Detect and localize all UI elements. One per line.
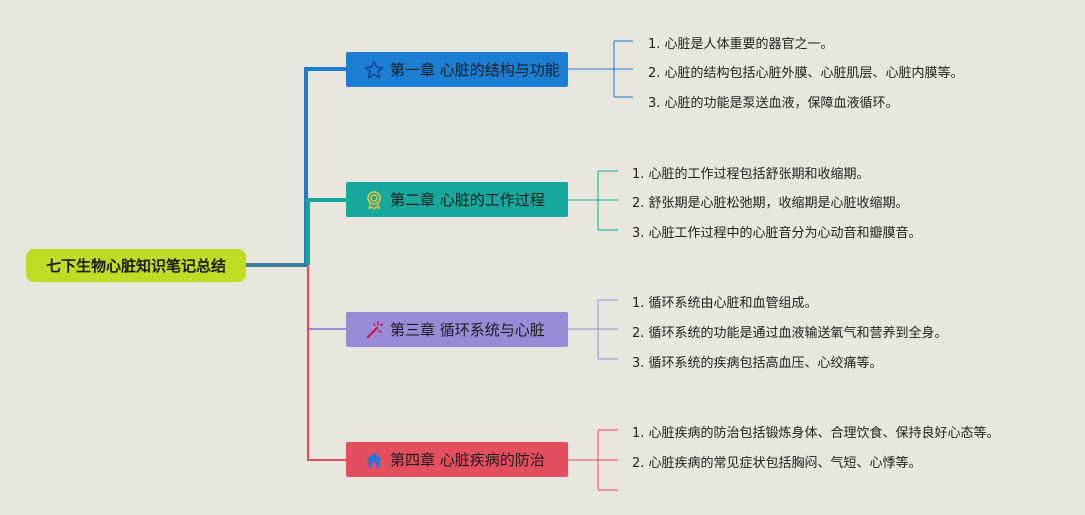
- chapter-3-title: 第三章 循环系统与心脏: [390, 321, 545, 339]
- chapter-1-topic[interactable]: 第一章 心脏的结构与功能: [346, 52, 568, 87]
- root-topic-label: 七下生物心脏知识笔记总结: [45, 257, 226, 275]
- chapter-2-title: 第二章 心脏的工作过程: [390, 191, 545, 209]
- chapter-3-item-2[interactable]: 2. 循环系统的功能是通过血液输送氧气和营养到全身。: [632, 326, 948, 341]
- chapter-4-title: 第四章 心脏疾病的防治: [390, 451, 545, 469]
- star-icon: [364, 60, 384, 80]
- root-topic[interactable]: 七下生物心脏知识笔记总结: [26, 249, 246, 282]
- chapter-3-item-3[interactable]: 3. 循环系统的疾病包括高血压、心绞痛等。: [632, 356, 883, 371]
- chapter-2-item-3[interactable]: 3. 心脏工作过程中的心脏音分为心动音和瓣膜音。: [632, 226, 922, 241]
- chapter-3-topic[interactable]: 第三章 循环系统与心脏: [346, 312, 568, 347]
- chapter-1-title: 第一章 心脏的结构与功能: [390, 61, 560, 79]
- magic-wand-icon: [364, 320, 384, 340]
- chapter-3-item-1[interactable]: 1. 循环系统由心脏和血管组成。: [632, 296, 818, 311]
- award-badge-icon: [364, 190, 384, 210]
- chapter-1-item-2[interactable]: 2. 心脏的结构包括心脏外膜、心脏肌层、心脏内膜等。: [648, 66, 964, 81]
- chapter-4-item-2[interactable]: 2. 心脏疾病的常见症状包括胸闷、气短、心悸等。: [632, 456, 922, 471]
- chapter-2-item-1[interactable]: 1. 心脏的工作过程包括舒张期和收缩期。: [632, 167, 870, 182]
- chapter-4-item-1[interactable]: 1. 心脏疾病的防治包括锻炼身体、合理饮食、保持良好心态等。: [632, 426, 1000, 441]
- chapter-4-topic[interactable]: 第四章 心脏疾病的防治: [346, 442, 568, 477]
- chapter-1-item-3[interactable]: 3. 心脏的功能是泵送血液，保障血液循环。: [648, 96, 899, 111]
- chapter-2-item-2[interactable]: 2. 舒张期是心脏松弛期，收缩期是心脏收缩期。: [632, 196, 909, 211]
- home-icon: [364, 450, 384, 470]
- chapter-2-topic[interactable]: 第二章 心脏的工作过程: [346, 182, 568, 217]
- chapter-1-item-1[interactable]: 1. 心脏是人体重要的器官之一。: [648, 37, 834, 52]
